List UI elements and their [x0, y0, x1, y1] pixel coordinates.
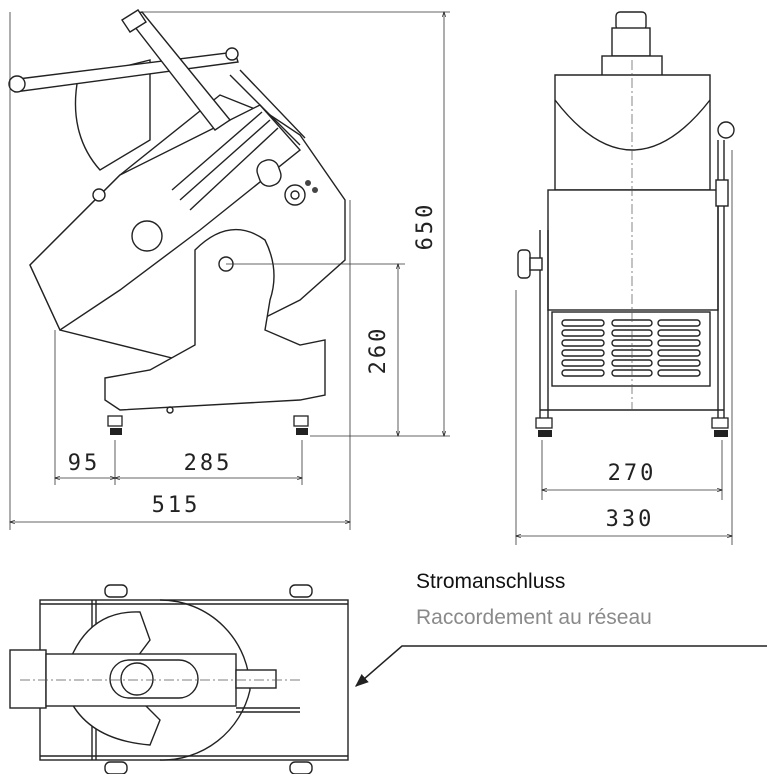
dim-side-offset: 95 — [68, 451, 101, 476]
stand-base — [104, 228, 326, 411]
pusher-arm — [8, 51, 239, 93]
dim-front-total-width: 330 — [606, 507, 655, 532]
callout-label-de: Stromanschluss — [416, 570, 566, 593]
vent-grille — [551, 311, 711, 387]
control-knob — [284, 184, 306, 206]
knob — [131, 220, 163, 252]
dim-side-total-height: 650 — [413, 202, 438, 251]
arm-pivot — [8, 75, 26, 93]
dim-side-axis-height: 260 — [366, 326, 391, 375]
callout-label-fr: Raccordement au réseau — [416, 606, 652, 629]
front-view — [516, 11, 735, 545]
foot-left — [107, 415, 123, 435]
front-housing — [554, 74, 711, 191]
blade-guard — [74, 59, 151, 171]
dim-side-total-width: 515 — [152, 493, 201, 518]
carriage-plate — [29, 104, 302, 332]
top-view — [9, 584, 349, 774]
side-view — [8, 9, 450, 530]
dim-side-foot-span: 285 — [184, 451, 233, 476]
callout-arrow — [354, 645, 767, 687]
foot-right — [293, 415, 309, 435]
dim-front-foot-span: 270 — [608, 461, 657, 486]
